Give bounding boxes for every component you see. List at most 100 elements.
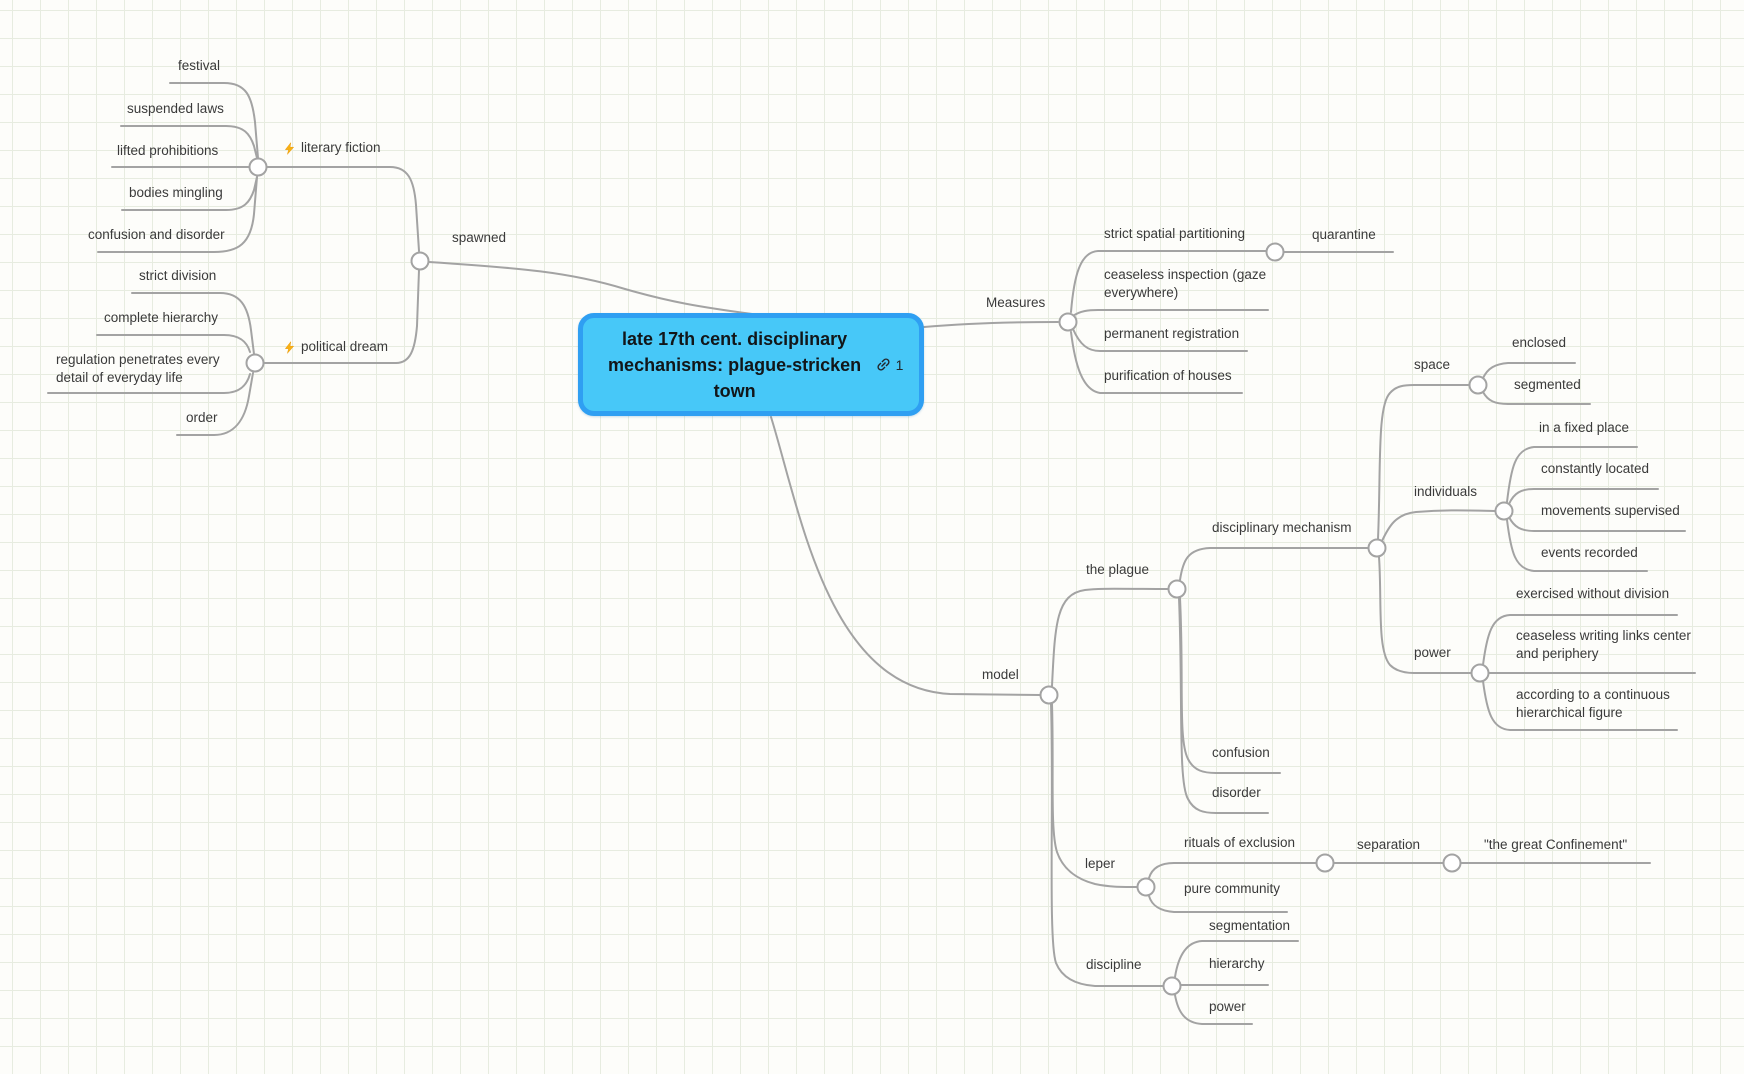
branch-label: literary fiction <box>301 140 381 155</box>
node-space[interactable]: space <box>1414 357 1451 372</box>
connector <box>1482 680 1678 731</box>
node-constantly-located[interactable]: constantly located <box>1541 461 1650 476</box>
connector <box>1508 516 1686 532</box>
lightning-icon <box>284 341 295 354</box>
connector <box>169 82 259 159</box>
branch-point[interactable] <box>1039 685 1059 705</box>
root-node[interactable]: late 17th cent. disciplinary mechanisms:… <box>578 313 924 416</box>
branch-point[interactable] <box>1470 663 1490 683</box>
connector <box>923 321 1059 328</box>
node-disciplinary-mechanism[interactable]: disciplinary mechanism <box>1212 520 1352 535</box>
node-confusion-and-disorder[interactable]: confusion and disorder <box>88 227 225 242</box>
node-separation[interactable]: separation <box>1357 837 1421 852</box>
node-discipline[interactable]: discipline <box>1086 957 1142 972</box>
node-movements-supervised[interactable]: movements supervised <box>1541 503 1680 518</box>
branch-point[interactable] <box>1136 877 1156 897</box>
node-suspended-laws[interactable]: suspended laws <box>127 101 224 116</box>
branch-point[interactable] <box>410 251 430 271</box>
branch-point[interactable] <box>1494 501 1514 521</box>
branch-point[interactable] <box>1162 976 1182 996</box>
node-spawned[interactable]: spawned <box>452 230 507 245</box>
node-segmentation[interactable]: segmentation <box>1209 918 1291 933</box>
node-exercised-without-division[interactable]: exercised without division <box>1516 586 1670 601</box>
node-pure-community[interactable]: pure community <box>1184 881 1281 896</box>
branch-point[interactable] <box>1058 312 1078 332</box>
node-ceaseless-writing[interactable]: ceaseless writing links center and perip… <box>1516 628 1691 661</box>
connector <box>1174 994 1253 1025</box>
branch-point[interactable] <box>1442 853 1462 873</box>
connector <box>1482 362 1576 379</box>
node-bodies-mingling[interactable]: bodies mingling <box>129 185 223 200</box>
node-strict-division[interactable]: strict division <box>139 268 217 283</box>
connector <box>1072 328 1248 352</box>
connector <box>1070 331 1243 394</box>
node-continuous-hierarchical[interactable]: according to a continuous hierarchical f… <box>1516 687 1670 720</box>
branch-point[interactable] <box>1315 853 1335 873</box>
node-ceaseless-inspection[interactable]: ceaseless inspection (gaze everywhere) <box>1104 267 1267 300</box>
node-disorder[interactable]: disorder <box>1212 785 1261 800</box>
connector <box>131 292 255 355</box>
node-literary-fiction[interactable]: literary fiction <box>283 139 381 157</box>
connector <box>97 176 258 253</box>
branch-point[interactable] <box>1468 375 1488 395</box>
node-lifted-prohibitions[interactable]: lifted prohibitions <box>117 143 219 158</box>
node-segmented[interactable]: segmented <box>1514 377 1581 392</box>
branch-point[interactable] <box>1265 242 1285 262</box>
lightning-icon <box>284 142 295 155</box>
node-in-a-fixed-place[interactable]: in a fixed place <box>1539 420 1630 435</box>
node-hierarchy[interactable]: hierarchy <box>1209 956 1265 971</box>
branch-point[interactable] <box>248 157 268 177</box>
connector <box>1050 703 1164 987</box>
connector <box>1070 250 1267 313</box>
node-enclosed[interactable]: enclosed <box>1512 335 1567 350</box>
node-discipline-power[interactable]: power <box>1209 999 1246 1014</box>
connector <box>47 373 251 394</box>
node-individuals[interactable]: individuals <box>1414 484 1478 499</box>
node-model[interactable]: model <box>982 667 1019 682</box>
node-rituals-of-exclusion[interactable]: rituals of exclusion <box>1184 835 1296 850</box>
connector <box>1506 446 1638 503</box>
connector <box>1482 391 1591 405</box>
connector <box>1381 509 1496 542</box>
connector <box>770 416 1041 696</box>
branch-point[interactable] <box>1367 538 1387 558</box>
connector <box>120 125 258 159</box>
node-regulation[interactable]: regulation penetrates every detail of ev… <box>56 352 220 385</box>
link-badge[interactable]: 1 <box>875 356 904 373</box>
connector <box>1482 614 1678 666</box>
node-confusion[interactable]: confusion <box>1212 745 1270 760</box>
node-permanent-registration[interactable]: permanent registration <box>1104 326 1240 341</box>
node-complete-hierarchy[interactable]: complete hierarchy <box>104 310 219 325</box>
connector <box>1377 384 1470 540</box>
root-node-title: late 17th cent. disciplinary mechanisms:… <box>608 328 862 401</box>
connector <box>1072 309 1269 317</box>
node-leper[interactable]: leper <box>1085 856 1116 871</box>
connector <box>1179 547 1369 581</box>
connector <box>266 166 420 252</box>
node-order[interactable]: order <box>186 410 218 425</box>
connector <box>121 176 258 211</box>
node-events-recorded[interactable]: events recorded <box>1541 545 1638 560</box>
branch-point[interactable] <box>1167 579 1187 599</box>
branch-point[interactable] <box>245 353 265 373</box>
node-power[interactable]: power <box>1414 645 1451 660</box>
link-count: 1 <box>895 356 904 373</box>
connector <box>1179 597 1281 774</box>
node-festival[interactable]: festival <box>178 58 221 73</box>
connector <box>1508 488 1659 505</box>
connector <box>1051 587 1169 687</box>
connector <box>176 372 254 436</box>
node-quarantine[interactable]: quarantine <box>1312 227 1376 242</box>
node-purification-of-houses[interactable]: purification of houses <box>1104 368 1232 383</box>
node-the-plague[interactable]: the plague <box>1086 562 1150 577</box>
connector <box>1378 556 1472 674</box>
node-great-confinement[interactable]: "the great Confinement" <box>1484 837 1628 852</box>
node-measures[interactable]: Measures <box>986 295 1046 310</box>
node-strict-spatial-partitioning[interactable]: strict spatial partitioning <box>1104 226 1246 241</box>
connector <box>1148 862 1317 879</box>
connector <box>1506 519 1648 572</box>
node-political-dream[interactable]: political dream <box>283 338 388 356</box>
connector <box>96 334 251 353</box>
